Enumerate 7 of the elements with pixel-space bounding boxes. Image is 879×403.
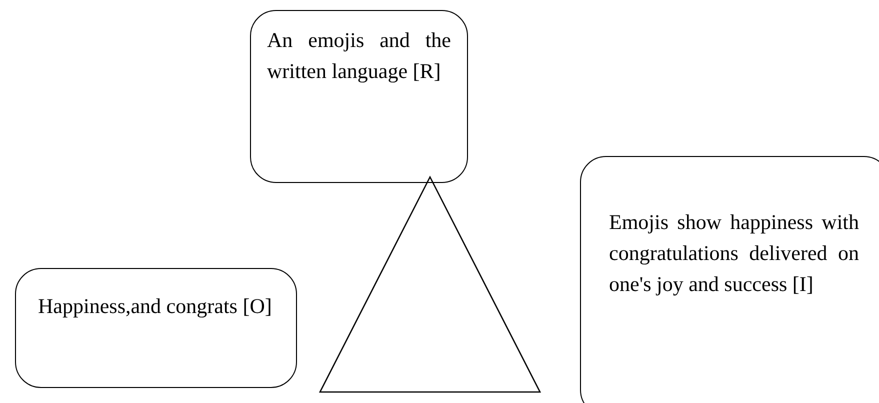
- box-text: An emojis and the written language [R]: [267, 27, 451, 85]
- rounded-text-box: [250, 10, 468, 183]
- triangle-shape: [320, 177, 540, 392]
- box-text: Emojis show happiness with congratulations delivered on one's joy and success [I]: [609, 209, 859, 298]
- rounded-text-box: [580, 156, 879, 403]
- box-text: Happiness,and congrats [O]: [38, 293, 273, 320]
- rounded-text-box: [15, 268, 297, 388]
